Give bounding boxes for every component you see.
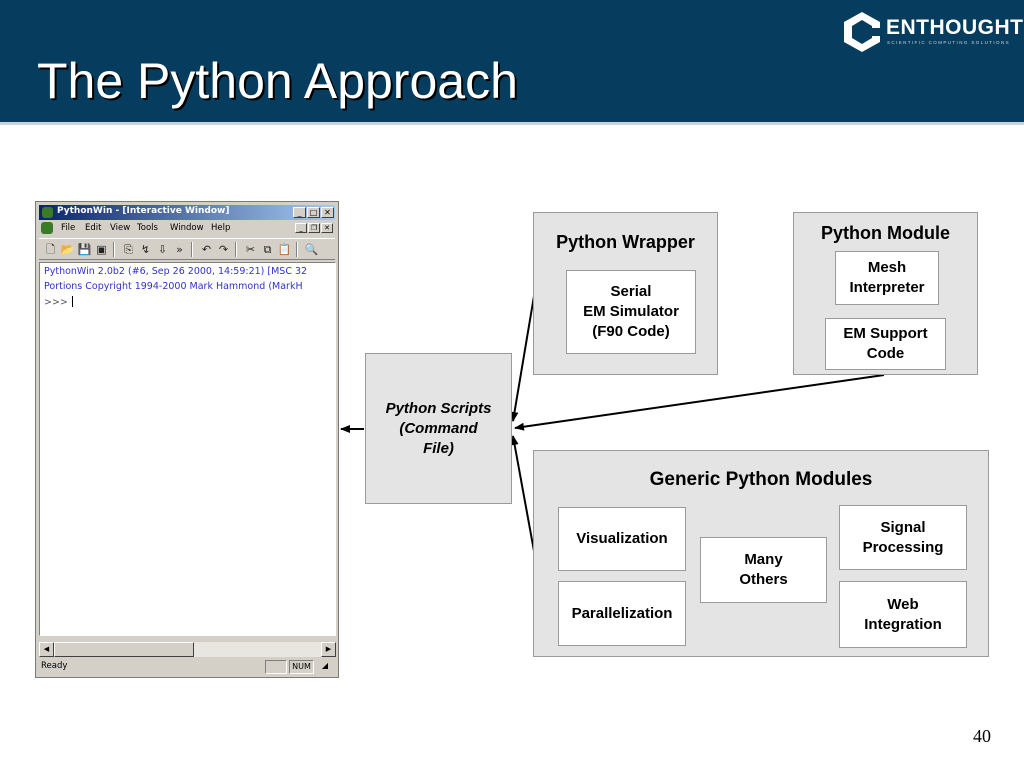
import-icon[interactable]: ⎘ <box>124 243 133 256</box>
mdi-restore-button[interactable]: ❐ <box>308 223 320 233</box>
toolbar-separator <box>191 242 193 257</box>
cut-icon[interactable]: ✂ <box>245 243 256 256</box>
redo-icon[interactable]: ↷ <box>218 243 229 256</box>
mdi-minimize-button[interactable]: _ <box>295 223 307 233</box>
scrollbar-thumb[interactable] <box>54 642 194 657</box>
python-scripts-label: Python Scripts (Command File) <box>385 400 492 457</box>
enthought-logo: ENTHOUGHT SCIENTIFIC COMPUTING SOLUTIONS <box>842 10 1023 54</box>
slide-header: The Python Approach ENTHOUGHT SCIENTIFIC… <box>0 0 1024 125</box>
page-number: 40 <box>973 726 991 746</box>
generic-python-modules-title: Generic Python Modules <box>649 469 873 490</box>
status-pane-empty <box>265 660 287 674</box>
enthought-logo-icon <box>844 12 880 52</box>
arrow-module-to-scripts <box>514 374 885 431</box>
horizontal-scrollbar[interactable]: ◀ ▶ <box>39 642 336 657</box>
menu-view[interactable]: View <box>110 223 131 233</box>
check-icon[interactable]: ⇩ <box>157 243 168 256</box>
generic-python-modules-box: Generic Python Modules Visualization Par… <box>533 450 989 657</box>
scroll-left-icon[interactable]: ◀ <box>39 642 54 657</box>
python-module-title: Python Module <box>821 223 950 243</box>
toolbar-separator <box>235 242 237 257</box>
status-text: Ready <box>41 661 68 671</box>
mdi-close-button[interactable]: ✕ <box>321 223 333 233</box>
pythonwin-menubar: File Edit View Tools Window Help _ ❐ ✕ <box>39 221 335 236</box>
arrow-generic-to-scripts <box>510 435 535 552</box>
logo-name: ENTHOUGHT <box>886 16 1024 39</box>
console-line: Portions Copyright 1994-2000 Mark Hammon… <box>44 281 303 292</box>
arrow-wrapper-to-scripts <box>510 295 535 422</box>
parallelization-box: Parallelization <box>558 581 686 646</box>
minimize-button[interactable]: _ <box>293 207 306 218</box>
open-folder-icon[interactable]: 📂 <box>60 243 75 256</box>
interactive-window-icon[interactable]: » <box>176 243 183 256</box>
run-icon[interactable]: ↯ <box>140 243 151 256</box>
menu-window[interactable]: Window <box>170 223 204 233</box>
pythonwin-statusbar: Ready NUM ◢ <box>39 659 336 675</box>
status-num-indicator: NUM <box>289 660 314 674</box>
text-caret <box>71 296 73 307</box>
menu-help[interactable]: Help <box>211 223 231 233</box>
signal-processing-box: Signal Processing <box>839 505 967 570</box>
maximize-button[interactable]: □ <box>307 207 320 218</box>
python-scripts-box: Python Scripts (Command File) <box>365 353 512 504</box>
menu-file[interactable]: File <box>61 223 76 233</box>
pythonwin-app-icon <box>42 207 53 218</box>
close-button[interactable]: ✕ <box>321 207 334 218</box>
console-line: PythonWin 2.0b2 (#6, Sep 26 2000, 14:59:… <box>44 266 308 277</box>
new-file-icon[interactable]: 🗋 <box>46 243 55 256</box>
web-integration-box: Web Integration <box>839 581 967 648</box>
python-module-box: Python Module Mesh Interpreter EM Suppor… <box>793 212 978 375</box>
interactive-window-editor[interactable]: PythonWin 2.0b2 (#6, Sep 26 2000, 14:59:… <box>39 262 336 636</box>
slide-title: The Python Approach <box>37 53 518 109</box>
visualization-box: Visualization <box>558 507 686 571</box>
python-wrapper-box: Python Wrapper Serial EM Simulator (F90 … <box>533 212 718 375</box>
document-icon <box>41 222 53 234</box>
scroll-right-icon[interactable]: ▶ <box>321 642 336 657</box>
pythonwin-window-title: PythonWin - [Interactive Window] <box>57 206 230 216</box>
paste-icon[interactable]: 📋 <box>277 243 292 256</box>
resize-grip-icon[interactable]: ◢ <box>321 661 329 670</box>
mesh-interpreter-box: Mesh Interpreter <box>835 251 939 305</box>
pythonwin-toolbar: 🗋 📂 💾 ▣ ⎘ ↯ ⇩ » ↶ ↷ ✂ ⧉ 📋 🔍 <box>39 238 335 260</box>
many-others-box: Many Others <box>700 537 827 603</box>
pythonwin-window: PythonWin - [Interactive Window] _ □ ✕ F… <box>35 201 339 678</box>
undo-icon[interactable]: ↶ <box>201 243 212 256</box>
menu-tools[interactable]: Tools <box>137 223 158 233</box>
logo-tagline: SCIENTIFIC COMPUTING SOLUTIONS <box>887 40 1011 45</box>
python-wrapper-title: Python Wrapper <box>556 232 695 252</box>
find-icon[interactable]: 🔍 <box>304 243 319 256</box>
save-icon[interactable]: 💾 <box>77 243 92 256</box>
copy-icon[interactable]: ⧉ <box>263 243 272 256</box>
toolbar-separator <box>113 242 115 257</box>
console-prompt: >>> <box>44 297 68 308</box>
console-prompt-line: >>> <box>44 296 73 308</box>
toolbar-separator <box>296 242 298 257</box>
serial-em-simulator-box: Serial EM Simulator (F90 Code) <box>566 270 696 354</box>
save-all-icon[interactable]: ▣ <box>96 243 107 256</box>
menu-edit[interactable]: Edit <box>85 223 102 233</box>
pythonwin-titlebar: PythonWin - [Interactive Window] _ □ ✕ <box>39 205 335 220</box>
em-support-code-box: EM Support Code <box>825 318 946 370</box>
